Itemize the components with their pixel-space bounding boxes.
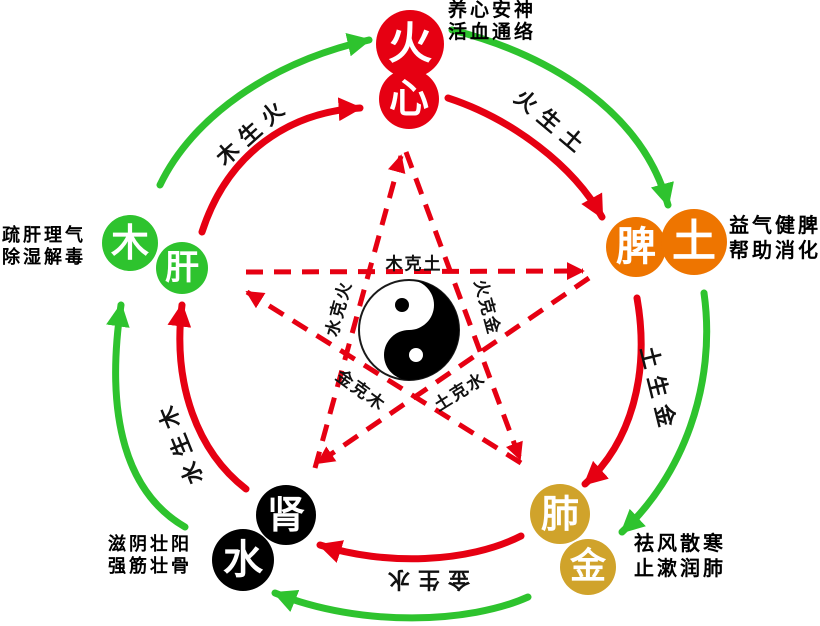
node-fire-element: 火	[376, 10, 444, 78]
generating-inner-arc-spleen-lung	[581, 294, 645, 488]
benefit-fire-line1: 养心安神	[448, 0, 537, 21]
benefit-wood-line1: 疏肝理气	[2, 225, 86, 245]
benefit-metal: 祛风散寒 止漱润肺	[634, 532, 726, 582]
benefit-fire: 养心安神 活血通络	[448, 0, 536, 44]
benefit-wood-line2: 除湿解毒	[2, 247, 86, 267]
node-metal-organ: 肺	[530, 484, 590, 544]
taiji-black-dot	[395, 298, 409, 312]
node-fire-organ: 心	[379, 69, 439, 129]
node-wood-organ: 肝	[156, 242, 208, 294]
benefit-metal-line1: 祛风散寒	[634, 533, 726, 555]
generating-outer-arc-wood-fire	[156, 33, 373, 189]
node-earth-organ: 脾	[606, 217, 666, 277]
benefit-water: 滋阴壮阳 强筋壮骨	[108, 533, 192, 577]
node-wood-element: 木	[102, 215, 158, 271]
benefit-earth-line1: 益气健脾	[729, 215, 820, 237]
taiji-symbol	[358, 279, 460, 381]
generating-inner-arc-lung-kidney	[316, 532, 525, 563]
taiji-white-dot	[409, 348, 423, 362]
generating-inner-arc-liver-heart	[198, 97, 364, 236]
taiji-black-half	[384, 280, 459, 380]
benefit-wood: 疏肝理气 除湿解毒	[2, 224, 86, 268]
benefit-water-line2: 强筋壮骨	[108, 556, 192, 576]
benefit-earth: 益气健脾 帮助消化	[729, 214, 820, 264]
overcoming-arrow-wood-earth	[245, 262, 585, 281]
generating-outer-arc-water-wood	[106, 301, 189, 531]
benefit-water-line1: 滋阴壮阳	[108, 534, 192, 554]
benefit-fire-line2: 活血通络	[448, 22, 537, 43]
generating-inner-arc-kidney-liver	[167, 301, 250, 493]
benefit-earth-line2: 帮助消化	[729, 240, 820, 262]
label-overcoming-wood-earth: 木克土	[385, 254, 443, 274]
benefit-metal-line2: 止漱润肺	[634, 558, 726, 580]
node-earth-element: 土	[661, 209, 727, 275]
generating-outer-arc-earth-metal	[618, 289, 711, 536]
node-metal-element: 金	[560, 539, 616, 595]
label-generating-metal-water: 金生水	[379, 567, 471, 592]
generating-outer-arc-fire-earth	[448, 26, 674, 209]
node-water-organ: 肾	[256, 485, 316, 545]
node-water-element: 水	[212, 529, 274, 591]
generating-inner-arc-heart-spleen	[444, 94, 606, 221]
generating-outer-arc-metal-water	[271, 589, 532, 622]
